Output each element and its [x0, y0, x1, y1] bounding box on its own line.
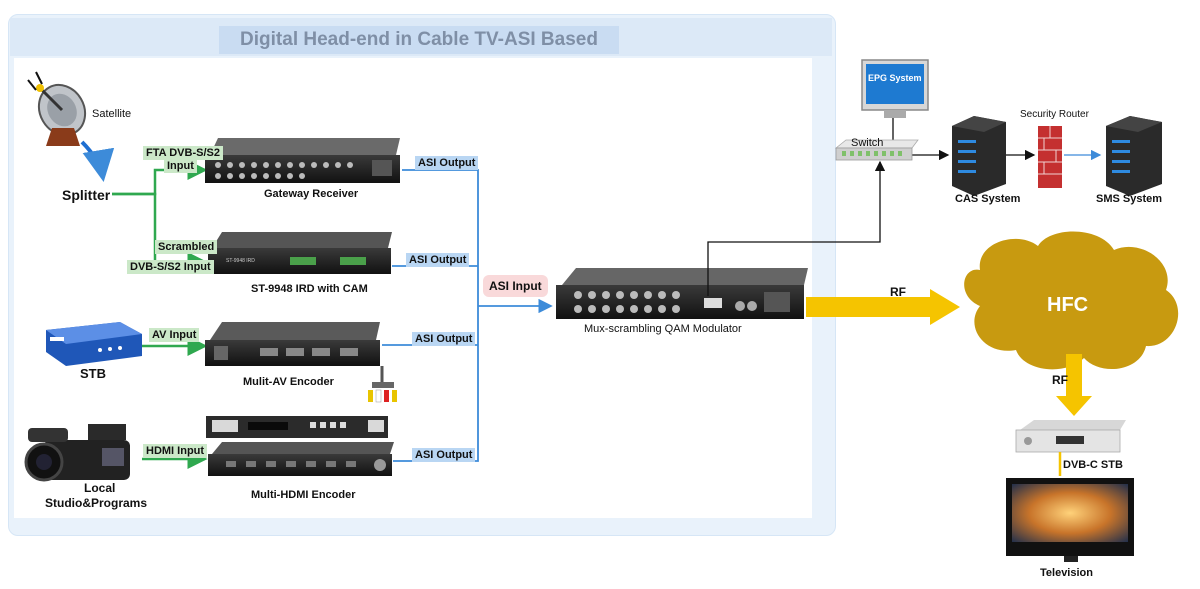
gateway-receiver-device [205, 138, 400, 183]
modulator-label: Mux-scrambling QAM Modulator [584, 323, 742, 335]
video-camera-icon [24, 424, 130, 482]
fta-input-tag-line2: Input [164, 159, 197, 173]
ird-device: ST-9948 IRD [208, 232, 392, 274]
dvbc-stb-icon [1015, 420, 1126, 453]
rf-label-2: RF [1052, 373, 1068, 387]
security-router-label: Security Router [1020, 109, 1089, 120]
hdmi-encoder-label: Multi-HDMI Encoder [251, 489, 356, 501]
av-input-tag: AV Input [149, 328, 200, 342]
scrambled-tag: Scrambled [155, 240, 218, 254]
television-icon [1006, 478, 1134, 562]
asi-output-tag-2: ASI Output [406, 253, 470, 267]
stb-device-icon [46, 322, 142, 366]
green-input-lines [112, 160, 208, 469]
rf-label-1: RF [890, 285, 906, 299]
television-label: Television [1040, 567, 1093, 579]
hfc-label: HFC [1047, 294, 1089, 316]
asi-input-tag: ASI Input [483, 275, 548, 297]
hfc-cloud-icon [964, 231, 1179, 370]
network-switch-icon [834, 139, 919, 161]
sms-system-label: SMS System [1096, 193, 1163, 205]
asi-output-tag-4: ASI Output [412, 448, 476, 462]
fta-input-tag-line1: FTA DVB-S/S2 [143, 146, 223, 160]
av-encoder-device [205, 322, 380, 366]
asi-lines [382, 169, 553, 462]
satellite-label: Satellite [92, 108, 132, 120]
dvbs-input-tag: DVB-S/S2 Input [127, 260, 214, 274]
splitter-label: Splitter [62, 187, 111, 203]
cas-server-icon [952, 116, 1006, 196]
rf-arrow-down [1056, 354, 1092, 416]
epg-system-label: EPG System [868, 73, 922, 83]
studio-label-line2: Studio&Programs [45, 496, 148, 510]
qam-modulator-device [556, 268, 808, 319]
dvbc-stb-label: DVB-C STB [1063, 459, 1123, 471]
diagram-title: Digital Head-end in Cable TV-ASI Based [219, 26, 619, 54]
rf-arrow-right [806, 289, 960, 325]
av-encoder-label: Mulit-AV Encoder [243, 376, 334, 388]
satellite-dish-icon [27, 71, 87, 146]
asi-output-tag-3: ASI Output [412, 332, 476, 346]
ird-front-label: ST-9948 IRD [226, 258, 255, 264]
av-cable-icon [368, 366, 397, 403]
satellite-arrow [80, 140, 115, 182]
studio-label-line1: Local [84, 481, 116, 495]
sms-server-icon [1106, 116, 1162, 196]
firewall-icon [1038, 126, 1062, 188]
ird-label: ST-9948 IRD with CAM [251, 283, 368, 295]
hdmi-encoder-device [206, 416, 394, 476]
gateway-receiver-label: Gateway Receiver [264, 188, 359, 200]
stb-label: STB [80, 366, 106, 381]
switch-label: Switch [851, 137, 884, 149]
asi-output-tag-1: ASI Output [415, 156, 479, 170]
cas-system-label: CAS System [955, 193, 1021, 205]
epg-monitor-icon [861, 59, 929, 118]
hdmi-input-tag: HDMI Input [143, 444, 208, 458]
